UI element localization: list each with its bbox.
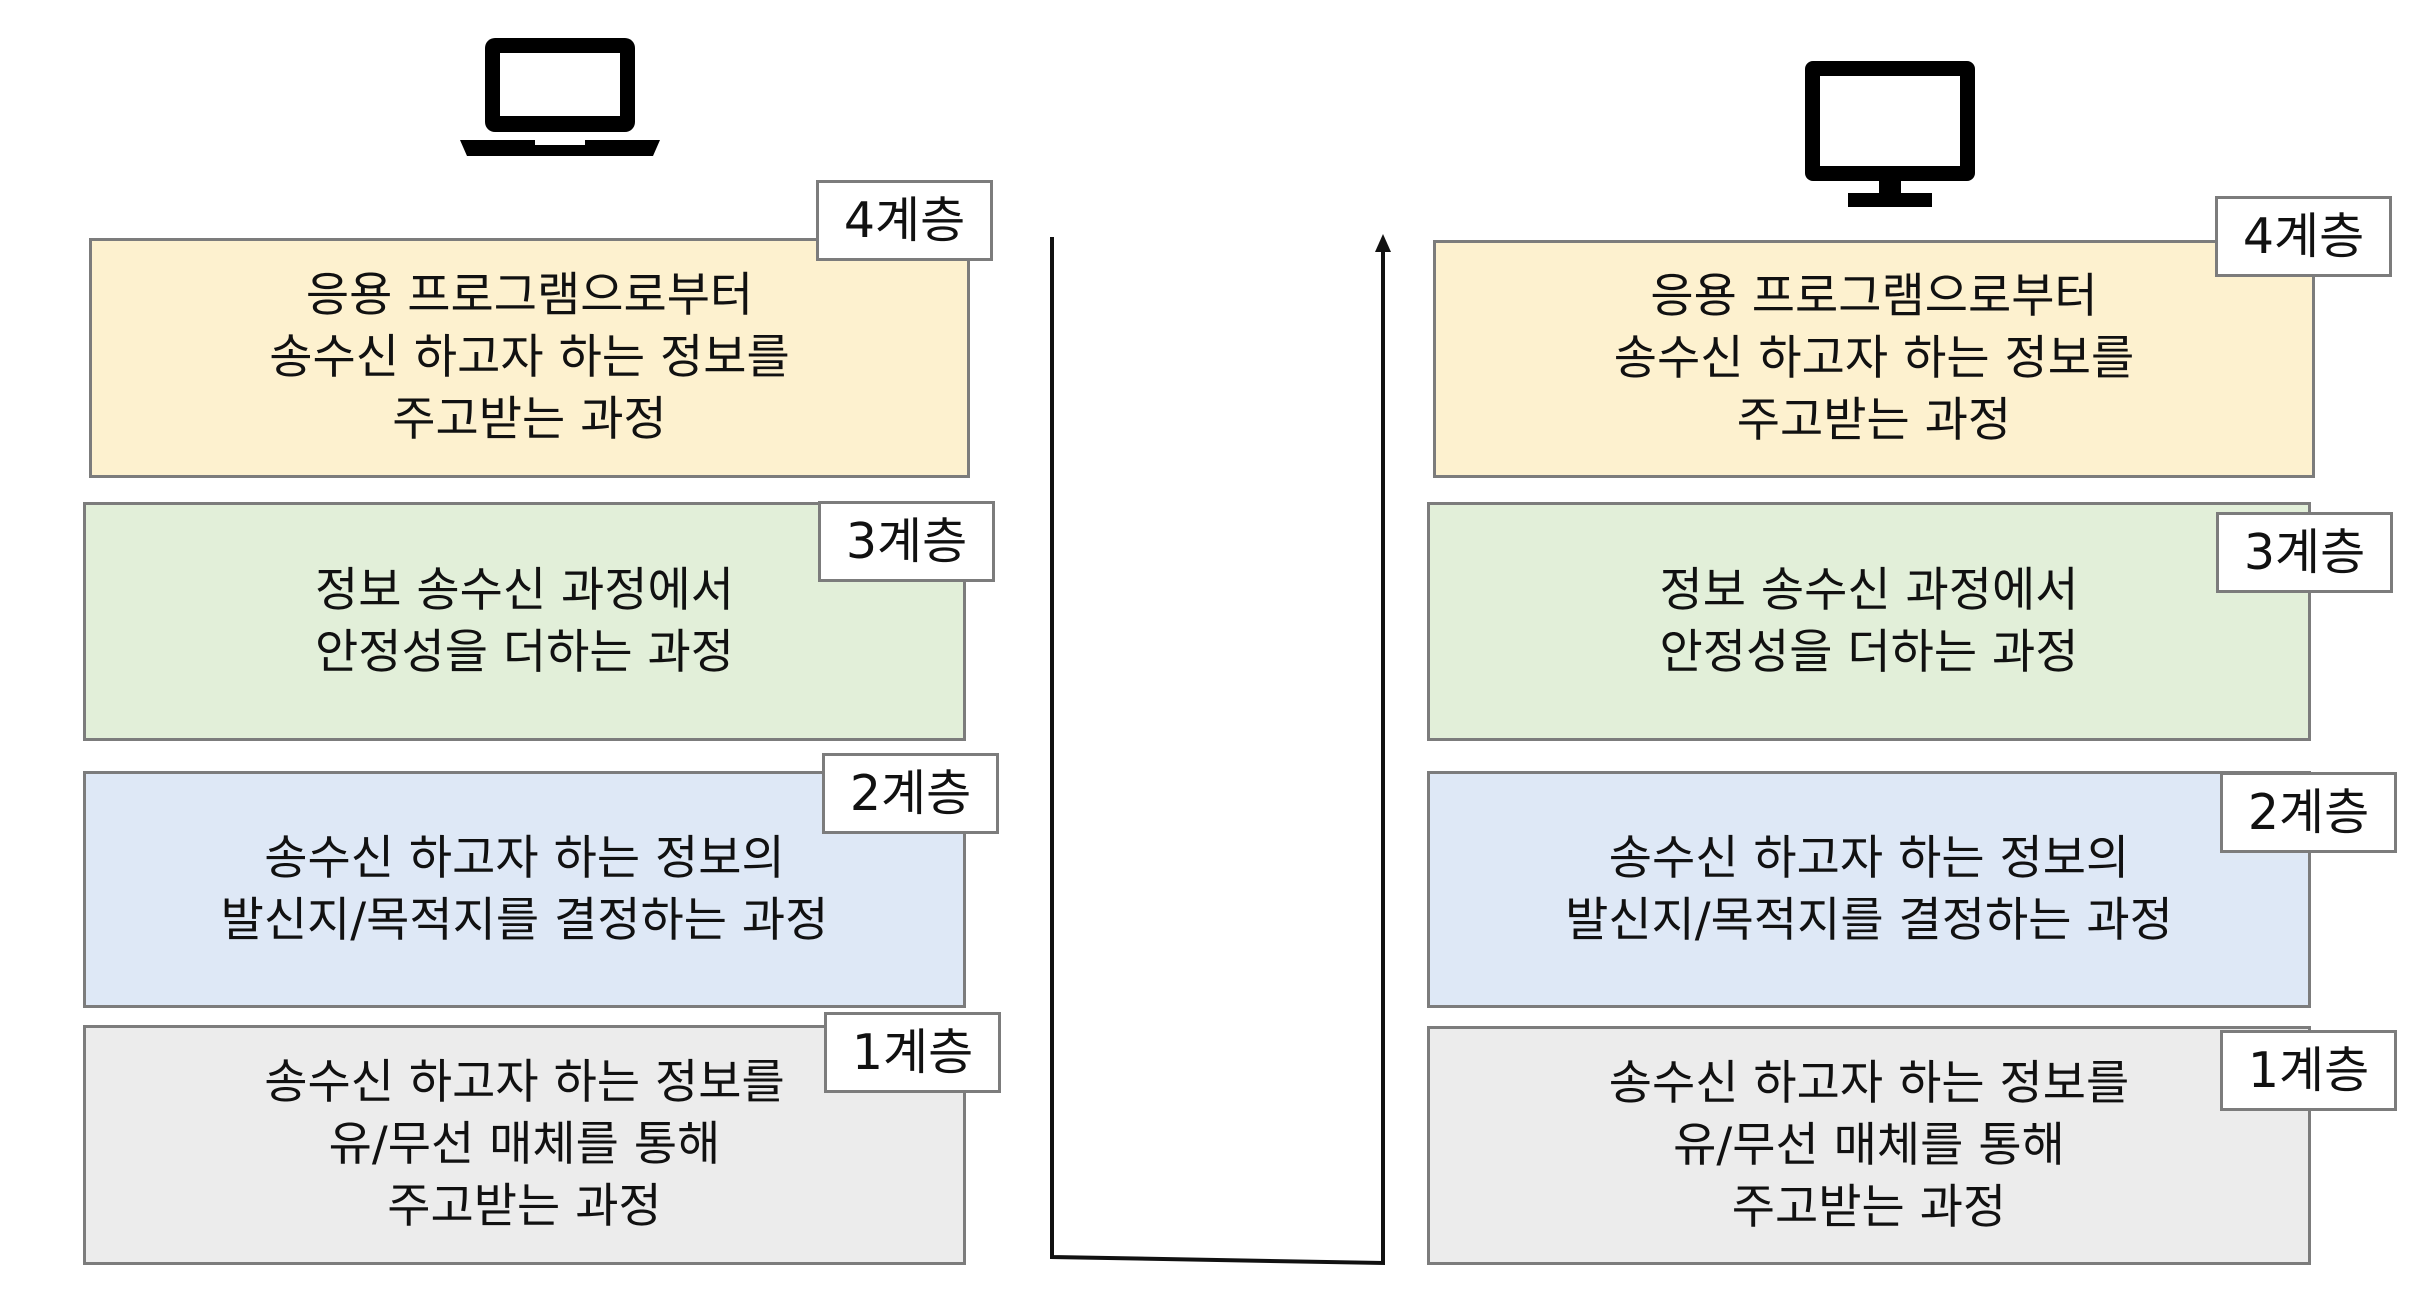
monitor-icon: [1805, 61, 1975, 207]
sender-layer-1-description: 송수신 하고자 하는 정보를 유/무선 매체를 통해 주고받는 과정: [264, 1055, 785, 1234]
receiver-layer-2-tag: 2계층: [2220, 772, 2397, 853]
receiver-layer-4-box: 응용 프로그램으로부터 송수신 하고자 하는 정보를 주고받는 과정: [1433, 240, 2315, 478]
sender-layer-4-description: 응용 프로그램으로부터 송수신 하고자 하는 정보를 주고받는 과정: [269, 268, 790, 447]
receiver-layer-3-tag: 3계층: [2216, 512, 2393, 593]
sender-layer-1-box: 송수신 하고자 하는 정보를 유/무선 매체를 통해 주고받는 과정: [83, 1025, 966, 1265]
receiver-layer-1-tag: 1계층: [2220, 1030, 2397, 1111]
receiver-layer-2-box: 송수신 하고자 하는 정보의 발신지/목적지를 결정하는 과정: [1427, 771, 2311, 1008]
sender-layer-3-tag: 3계층: [818, 501, 995, 582]
data-flow-line: [1050, 237, 1385, 1266]
receiver-layer-3-box: 정보 송수신 과정에서 안정성을 더하는 과정: [1427, 502, 2311, 741]
receiver-layer-3-description: 정보 송수신 과정에서 안정성을 더하는 과정: [1659, 562, 2079, 680]
sender-layer-3-description: 정보 송수신 과정에서 안정성을 더하는 과정: [314, 562, 735, 680]
receiver-layer-2-description: 송수신 하고자 하는 정보의 발신지/목적지를 결정하는 과정: [1565, 830, 2173, 948]
receiver-layer-4-tag: 4계층: [2215, 196, 2392, 277]
laptop-icon: [460, 38, 660, 156]
sender-layer-4-tag: 4계층: [816, 180, 993, 261]
receiver-layer-1-description: 송수신 하고자 하는 정보를 유/무선 매체를 통해 주고받는 과정: [1608, 1055, 2130, 1235]
sender-layer-1-tag: 1계층: [824, 1012, 1001, 1093]
sender-layer-2-description: 송수신 하고자 하는 정보의 발신지/목적지를 결정하는 과정: [220, 830, 829, 948]
sender-layer-4-box: 응용 프로그램으로부터 송수신 하고자 하는 정보를 주고받는 과정: [89, 238, 970, 478]
arrow-up-icon: [1375, 234, 1391, 252]
receiver-layer-1-box: 송수신 하고자 하는 정보를 유/무선 매체를 통해 주고받는 과정: [1427, 1026, 2311, 1265]
receiver-layer-4-description: 응용 프로그램으로부터 송수신 하고자 하는 정보를 주고받는 과정: [1613, 269, 2135, 448]
sender-layer-2-box: 송수신 하고자 하는 정보의 발신지/목적지를 결정하는 과정: [83, 771, 966, 1008]
sender-layer-2-tag: 2계층: [822, 753, 999, 834]
